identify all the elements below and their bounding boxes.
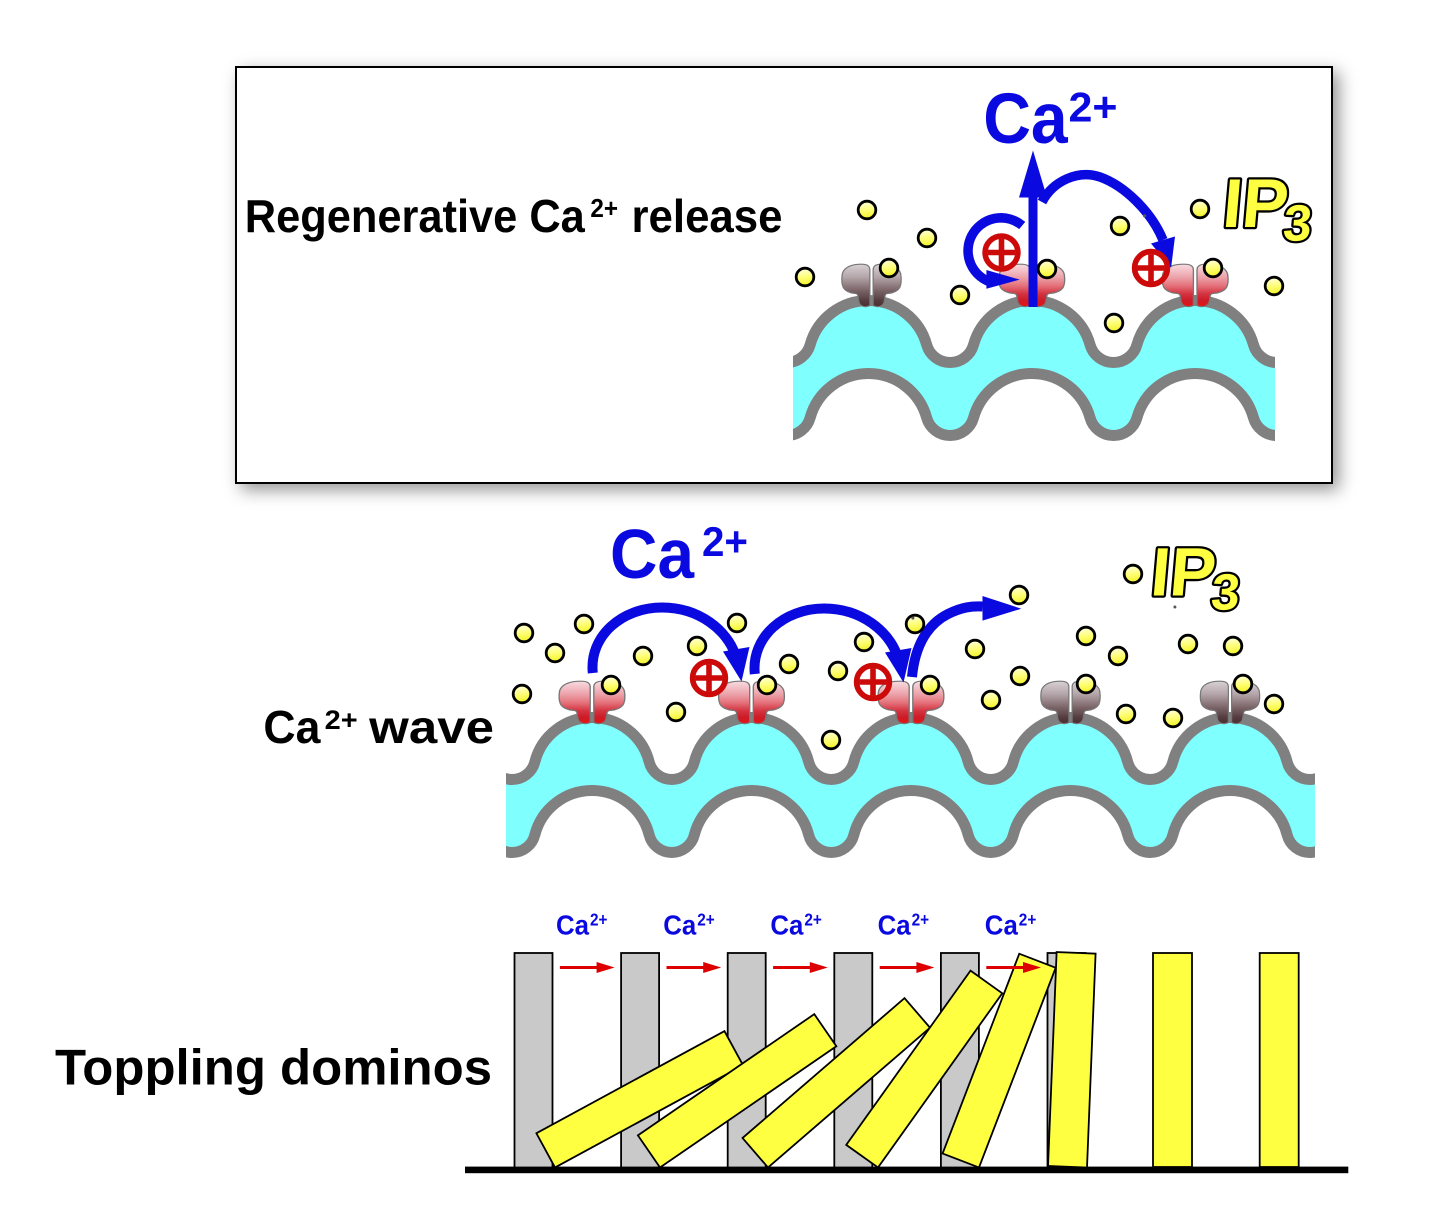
svg-text:Ca: Ca bbox=[610, 515, 695, 593]
svg-text:Ca: Ca bbox=[985, 910, 1018, 941]
svg-text:2+: 2+ bbox=[702, 518, 748, 565]
svg-text:3: 3 bbox=[1281, 195, 1314, 252]
svg-text:Ca: Ca bbox=[878, 910, 911, 941]
svg-text:3: 3 bbox=[1209, 564, 1242, 621]
svg-text:2+: 2+ bbox=[325, 705, 358, 735]
svg-text:Ca: Ca bbox=[263, 701, 320, 753]
svg-text:2+: 2+ bbox=[697, 910, 715, 930]
svg-text:Toppling dominos: Toppling dominos bbox=[55, 1038, 492, 1095]
svg-text:wave: wave bbox=[368, 701, 494, 753]
svg-text:2+: 2+ bbox=[912, 910, 930, 930]
svg-text:Ca: Ca bbox=[770, 910, 803, 941]
svg-text:Ca: Ca bbox=[663, 910, 696, 941]
svg-text:release: release bbox=[632, 190, 783, 242]
svg-text:IP: IP bbox=[1220, 164, 1292, 242]
svg-text:Ca: Ca bbox=[983, 80, 1068, 159]
svg-text:Ca: Ca bbox=[556, 910, 589, 941]
svg-text:IP: IP bbox=[1148, 534, 1219, 611]
svg-text:2+: 2+ bbox=[804, 910, 822, 930]
svg-text:2+: 2+ bbox=[1069, 83, 1118, 130]
svg-text:2+: 2+ bbox=[1019, 910, 1037, 930]
svg-text:2+: 2+ bbox=[590, 910, 608, 930]
svg-text:Regenerative Ca: Regenerative Ca bbox=[245, 190, 586, 242]
svg-text:2+: 2+ bbox=[590, 193, 618, 223]
